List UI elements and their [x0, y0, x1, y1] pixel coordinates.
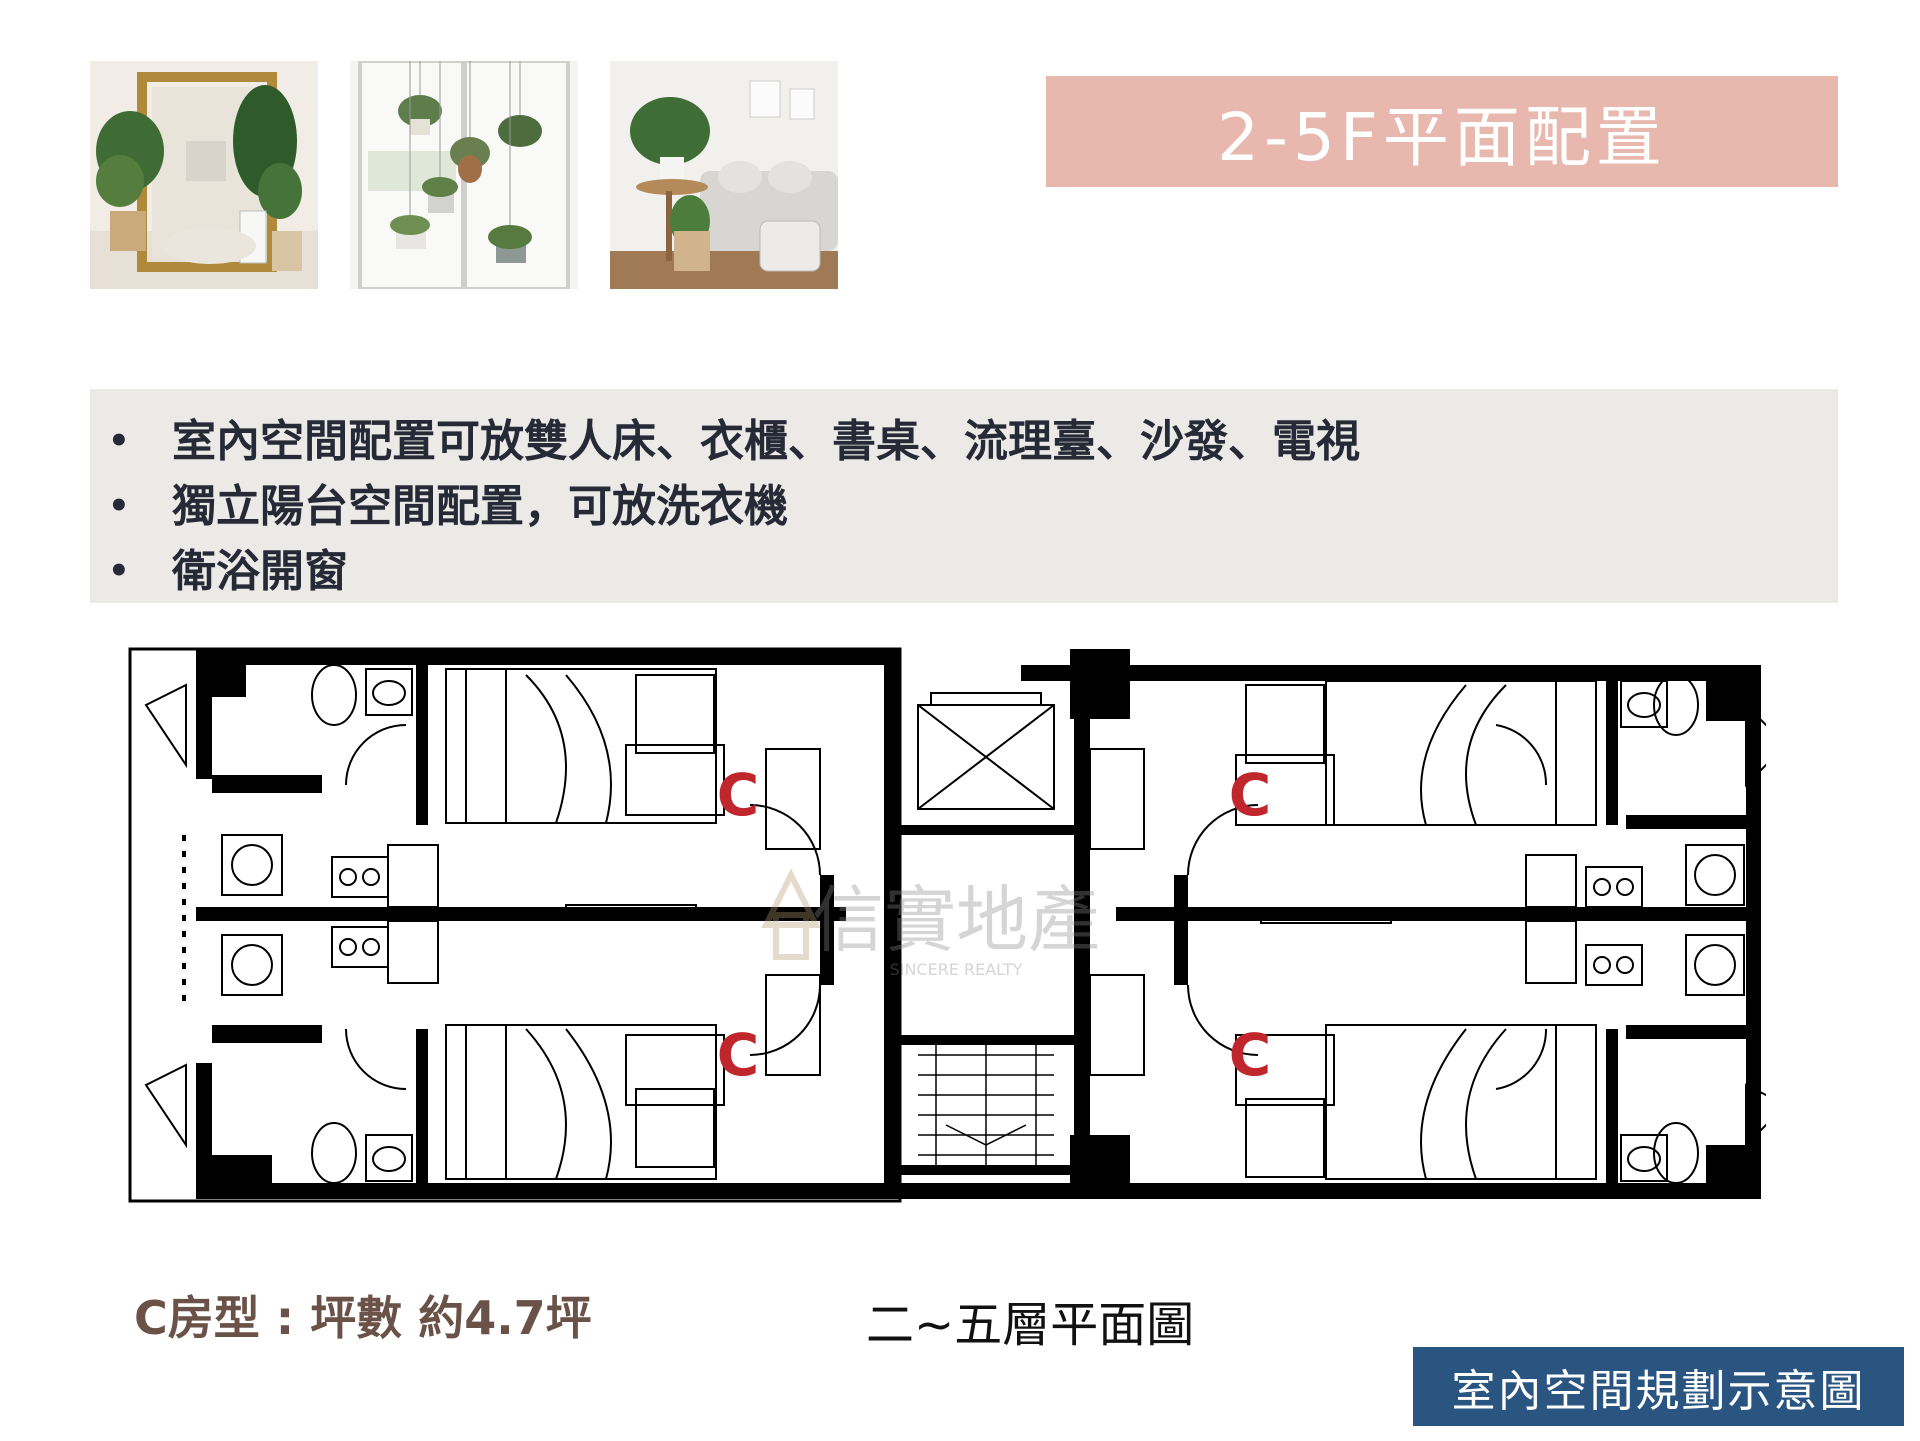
page-title: 2-5F平面配置 — [1217, 98, 1667, 176]
watermark-subtitle: SINCERE REALTY — [890, 960, 1023, 979]
bullet-icon: • — [108, 421, 130, 461]
feature-text: 室內空間配置可放雙人床、衣櫃、書桌、流理臺、沙發、電視 — [172, 416, 1360, 467]
feature-text: 衛浴開窗 — [172, 546, 348, 597]
title-banner: 2-5F平面配置 — [1046, 76, 1838, 187]
feature-item: • 室內空間配置可放雙人床、衣櫃、書桌、流理臺、沙發、電視 — [90, 409, 1838, 474]
hanging-plants-photo — [350, 61, 578, 289]
plants-mirror-photo — [90, 61, 318, 289]
features-list: • 室內空間配置可放雙人床、衣櫃、書桌、流理臺、沙發、電視 • 獨立陽台空間配置，可… — [90, 389, 1838, 604]
watermark: 信實地產 SINCERE REALTY — [761, 868, 1100, 979]
bullet-icon: • — [108, 486, 130, 526]
room-label: C — [1229, 761, 1272, 829]
bullet-icon: • — [108, 551, 130, 591]
feature-item: • 獨立陽台空間配置，可放洗衣機 — [90, 474, 1838, 539]
features-panel: • 室內空間配置可放雙人床、衣櫃、書桌、流理臺、沙發、電視 • 獨立陽台空間配置，可… — [90, 389, 1838, 603]
room-type-caption: C房型 : 坪數 約4.7坪 — [134, 1291, 592, 1345]
plan-title: 二~五層平面圖 — [866, 1297, 1195, 1353]
sofa-plants-photo — [610, 61, 838, 289]
room-label: C — [1229, 1021, 1272, 1089]
illustration-note-badge: 室內空間規劃示意圖 — [1413, 1347, 1904, 1426]
watermark-name: 信實地產 — [812, 878, 1100, 962]
feature-item: • 衛浴開窗 — [90, 539, 1838, 604]
room-label: C — [717, 1021, 760, 1089]
feature-text: 獨立陽台空間配置，可放洗衣機 — [172, 481, 788, 532]
room-label: C — [717, 761, 760, 829]
floor-plan: C C C C 信實地產 SINCERE REALTY — [126, 645, 1766, 1207]
